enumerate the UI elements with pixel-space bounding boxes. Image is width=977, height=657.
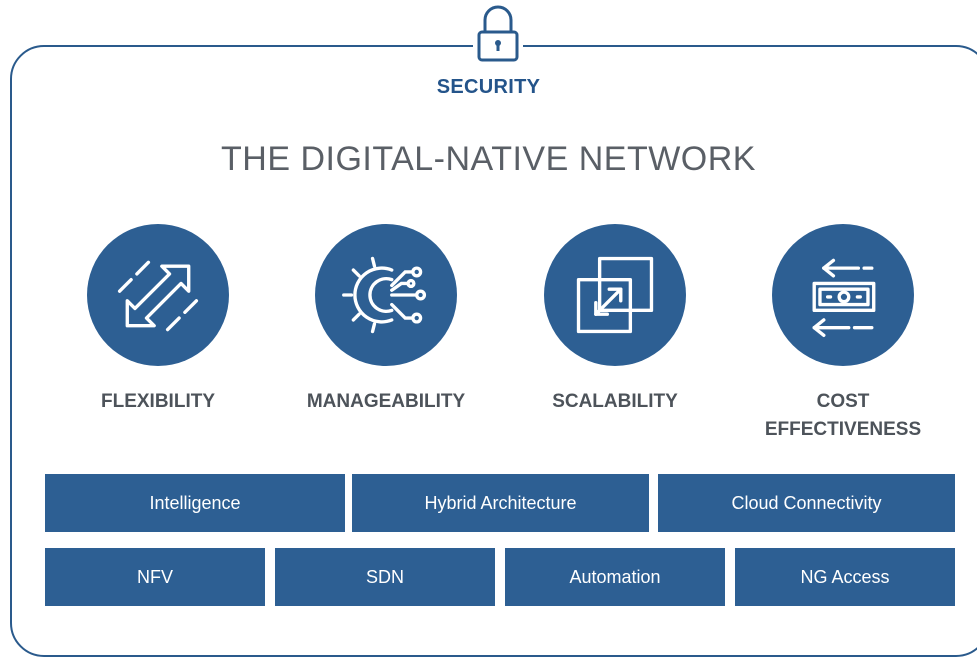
box-nfv: NFV (45, 548, 265, 606)
box-intelligence: Intelligence (45, 474, 345, 532)
pillar-label-scalability: SCALABILITY (552, 391, 678, 412)
page-title: THE DIGITAL-NATIVE NETWORK (221, 140, 756, 178)
pillar-label-line1: COST (816, 391, 870, 412)
security-label: SECURITY (436, 76, 541, 98)
pillar-circle (315, 224, 457, 366)
pillar-label-cost-effectiveness: COST EFFECTIVENESS (733, 388, 953, 444)
pillar-cost-effectiveness: COST EFFECTIVENESS (733, 224, 953, 444)
lock-icon (473, 2, 523, 66)
pillar-flexibility: FLEXIBILITY (48, 224, 268, 416)
pillar-label-flexibility: FLEXIBILITY (101, 391, 215, 412)
pillar-manageability: MANAGEABILITY (276, 224, 496, 416)
box-hybrid-architecture: Hybrid Architecture (352, 474, 649, 532)
box-ng-access: NG Access (735, 548, 955, 606)
money-exchange-icon (812, 258, 876, 337)
pillar-circle (544, 224, 686, 366)
pillar-circle (87, 224, 229, 366)
pillar-circle (772, 224, 914, 366)
pillar-label-manageability: MANAGEABILITY (306, 391, 466, 412)
pillar-scalability: SCALABILITY (505, 224, 725, 416)
box-sdn: SDN (275, 548, 495, 606)
pillar-label-line2: EFFECTIVENESS (764, 419, 922, 440)
scale-squares-icon (576, 256, 654, 334)
box-automation: Automation (505, 548, 725, 606)
gear-circuit-icon (342, 256, 427, 334)
box-cloud-connectivity: Cloud Connectivity (658, 474, 955, 532)
flexibility-arrows-icon (117, 260, 199, 332)
